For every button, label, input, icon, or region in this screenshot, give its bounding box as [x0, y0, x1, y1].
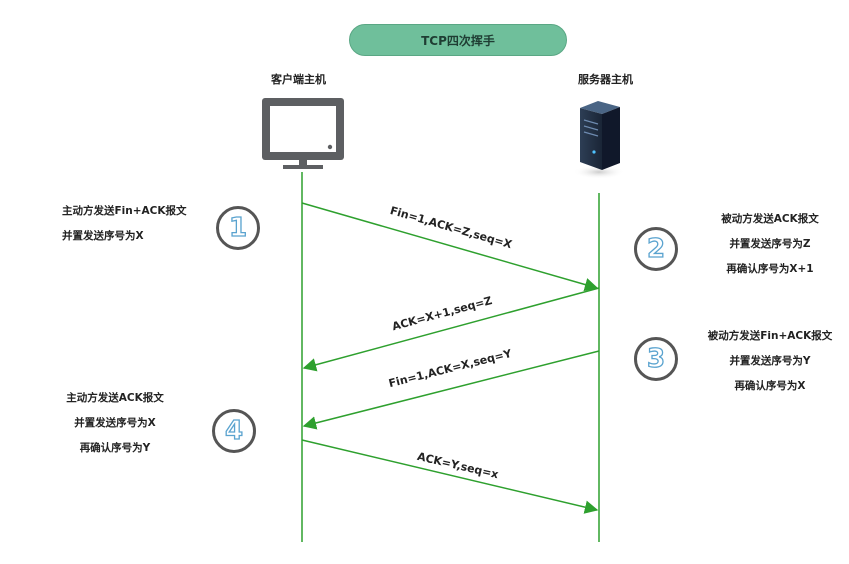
step-3-note-1: 被动方发送Fin+ACK报文: [707, 330, 833, 342]
step-1-note-2: 并置发送序号为X: [62, 230, 144, 242]
step-4-note-2: 并置发送序号为X: [74, 417, 156, 429]
step-circle-1: 1: [216, 206, 260, 250]
server-icon: [573, 101, 625, 179]
step-4-note-3: 再确认序号为Y: [79, 442, 151, 454]
step-2-note-1: 被动方发送ACK报文: [721, 213, 819, 225]
message-arrow-1: [301, 202, 599, 292]
diagram-title: TCP四次挥手: [349, 24, 567, 56]
monitor-icon: [262, 98, 344, 169]
step-3-notes: 被动方发送Fin+ACK报文 并置发送序号为Y 再确认序号为X: [700, 324, 840, 399]
message-label-2: ACK=X+1,seq=Z: [391, 294, 494, 333]
message-label-1: Fin=1,ACK=Z,seq=X: [389, 204, 514, 251]
step-3-note-2: 并置发送序号为Y: [729, 355, 811, 367]
step-circle-4: 4: [212, 409, 256, 453]
step-3-note-3: 再确认序号为X: [734, 380, 806, 392]
step-4-notes: 主动方发送ACK报文 并置发送序号为X 再确认序号为Y: [50, 386, 180, 461]
step-circle-2: 2: [634, 227, 678, 271]
step-4-note-1: 主动方发送ACK报文: [66, 392, 164, 404]
message-arrow-2: [302, 287, 600, 372]
step-1-note-1: 主动方发送Fin+ACK报文: [62, 205, 187, 217]
message-arrow-3: [302, 350, 600, 430]
step-2-notes: 被动方发送ACK报文 并置发送序号为Z 再确认序号为X+1: [710, 207, 830, 282]
message-label-3: Fin=1,ACK=X,seq=Y: [387, 347, 514, 390]
client-host-label: 客户端主机: [271, 73, 326, 86]
server-host-label: 服务器主机: [578, 73, 633, 86]
step-1-notes: 主动方发送Fin+ACK报文 并置发送序号为X: [62, 199, 187, 249]
message-arrow-4: [301, 439, 599, 514]
step-2-note-3: 再确认序号为X+1: [726, 263, 814, 275]
step-circle-3: 3: [634, 337, 678, 381]
step-2-note-2: 并置发送序号为Z: [729, 238, 811, 250]
